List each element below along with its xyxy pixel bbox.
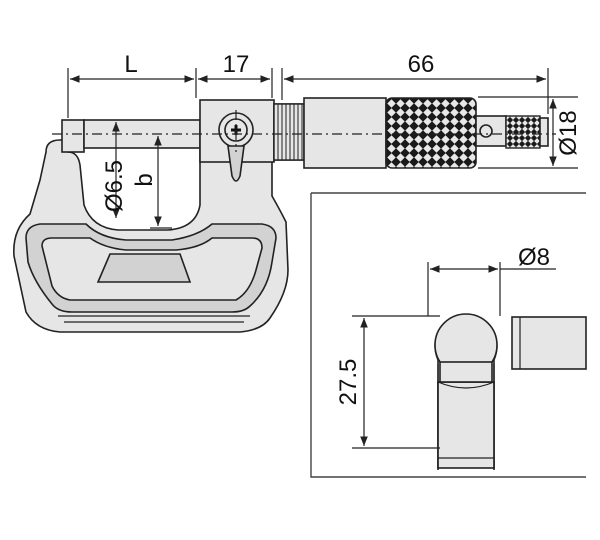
dim-d18-label: Ø18 <box>555 110 582 155</box>
dim-L-label: L <box>124 51 137 78</box>
detail-frame <box>310 192 586 478</box>
anvil <box>61 119 85 153</box>
dim-17-label: 17 <box>223 51 250 78</box>
dim-66-label: 66 <box>408 51 435 78</box>
ratchet-knob <box>505 115 541 149</box>
dim-b-label: b <box>131 173 158 186</box>
label-plate <box>96 253 192 283</box>
knurled-grip <box>385 97 477 169</box>
lock-lever <box>227 145 245 182</box>
dim-275-label: 27.5 <box>335 359 362 406</box>
dim-d65-label: Ø6.5 <box>101 160 128 212</box>
thimble <box>273 103 305 161</box>
dim-d8-label: Ø8 <box>518 244 550 271</box>
anvil-detail-view: Ø8 27.5 <box>310 192 587 478</box>
micrometer-main-view: L 17 66 Ø18 Ø6.5 b <box>13 51 582 333</box>
detail-spindle-face <box>511 316 587 370</box>
thimble-body <box>303 97 387 169</box>
